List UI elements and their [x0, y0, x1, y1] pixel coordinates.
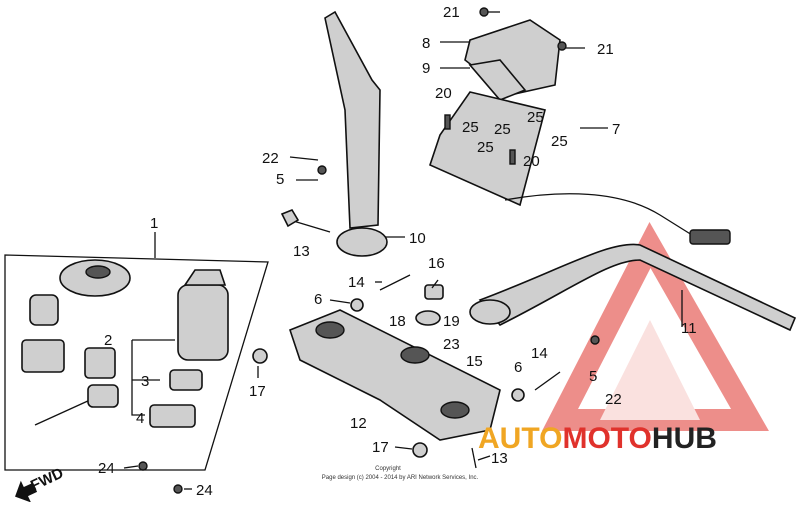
- bolt-14-left: [379, 274, 411, 291]
- label-part-10: 10: [409, 230, 426, 247]
- watermark-auto: AUTO: [478, 422, 562, 455]
- label-part-3: 3: [141, 373, 149, 390]
- watermark-text: AUTOMOTOHUB: [478, 422, 717, 455]
- label-part-19: 19: [443, 313, 460, 330]
- ignition-key: [87, 384, 119, 408]
- watermark-hub: HUB: [652, 422, 717, 455]
- label-part-22-left: 22: [262, 150, 279, 167]
- label-part-6-left: 6: [314, 291, 322, 308]
- watermark-logo: [541, 221, 769, 431]
- label-part-18: 18: [389, 313, 406, 330]
- watermark-moto: MOTO: [562, 422, 651, 455]
- label-part-24-upper: 24: [98, 460, 115, 477]
- label-part-8: 8: [422, 35, 430, 52]
- label-part-22-right: 22: [605, 391, 622, 408]
- label-part-6-right: 6: [514, 359, 522, 376]
- label-part-5-right: 5: [589, 368, 597, 385]
- label-part-11: 11: [681, 320, 697, 337]
- label-part-21-lower: 21: [597, 41, 614, 58]
- ring-19: [415, 310, 441, 326]
- label-part-9: 9: [422, 60, 430, 77]
- handle-arm-10: [324, 10, 381, 229]
- label-part-15: 15: [466, 353, 483, 370]
- nut-17-upper: [252, 348, 268, 364]
- fwd-label: FWD: [28, 465, 66, 495]
- label-part-7: 7: [612, 121, 620, 138]
- clip-24-upper: [138, 461, 148, 471]
- label-part-20-upper: 20: [435, 85, 452, 102]
- label-part-25-a: 25: [527, 109, 544, 126]
- copyright-line-1: Copyright: [375, 466, 401, 472]
- label-part-25-e: 25: [477, 139, 494, 156]
- label-part-2: 2: [104, 332, 112, 349]
- label-part-1: 1: [150, 215, 158, 232]
- label-part-17-upper: 17: [249, 383, 266, 400]
- label-part-25-d: 25: [551, 133, 568, 150]
- bolt-13: [289, 219, 331, 233]
- label-part-13-upper: 13: [293, 243, 310, 260]
- nut-17-lower: [412, 442, 428, 458]
- label-part-14-right: 14: [531, 345, 548, 362]
- label-part-16: 16: [428, 255, 445, 272]
- clip-24-lower: [173, 484, 183, 494]
- label-part-12: 12: [350, 415, 367, 432]
- lock-cylinder: [29, 294, 59, 326]
- switch-mount: [21, 339, 65, 373]
- washer-6-right: [511, 388, 525, 402]
- bracket-3: [169, 369, 203, 391]
- label-part-24-lower: 24: [196, 482, 213, 499]
- washer-6-left: [350, 298, 364, 312]
- cushion-9: [468, 59, 527, 101]
- bracket-4: [149, 404, 196, 428]
- label-part-25-c: 25: [494, 121, 511, 138]
- label-part-25-b: 25: [462, 119, 479, 136]
- kit-outline-1: [4, 254, 269, 471]
- label-part-17-lower: 17: [372, 439, 389, 456]
- ignition-switch-body: [177, 284, 229, 361]
- label-part-20-lower: 20: [523, 153, 540, 170]
- label-part-21-upper: 21: [443, 4, 460, 21]
- copyright-line-2: Page design (c) 2004 - 2014 by ARI Netwo…: [322, 475, 479, 481]
- collar-16: [424, 284, 444, 300]
- wire-harness: [504, 193, 701, 241]
- label-part-13-lower: 13: [491, 450, 508, 467]
- label-part-4: 4: [136, 410, 144, 427]
- bolt-14-right: [534, 371, 561, 391]
- label-part-5-left: 5: [276, 171, 284, 188]
- label-part-23: 23: [443, 336, 460, 353]
- handle-arm-11: [478, 243, 797, 332]
- label-part-14-left: 14: [348, 274, 365, 291]
